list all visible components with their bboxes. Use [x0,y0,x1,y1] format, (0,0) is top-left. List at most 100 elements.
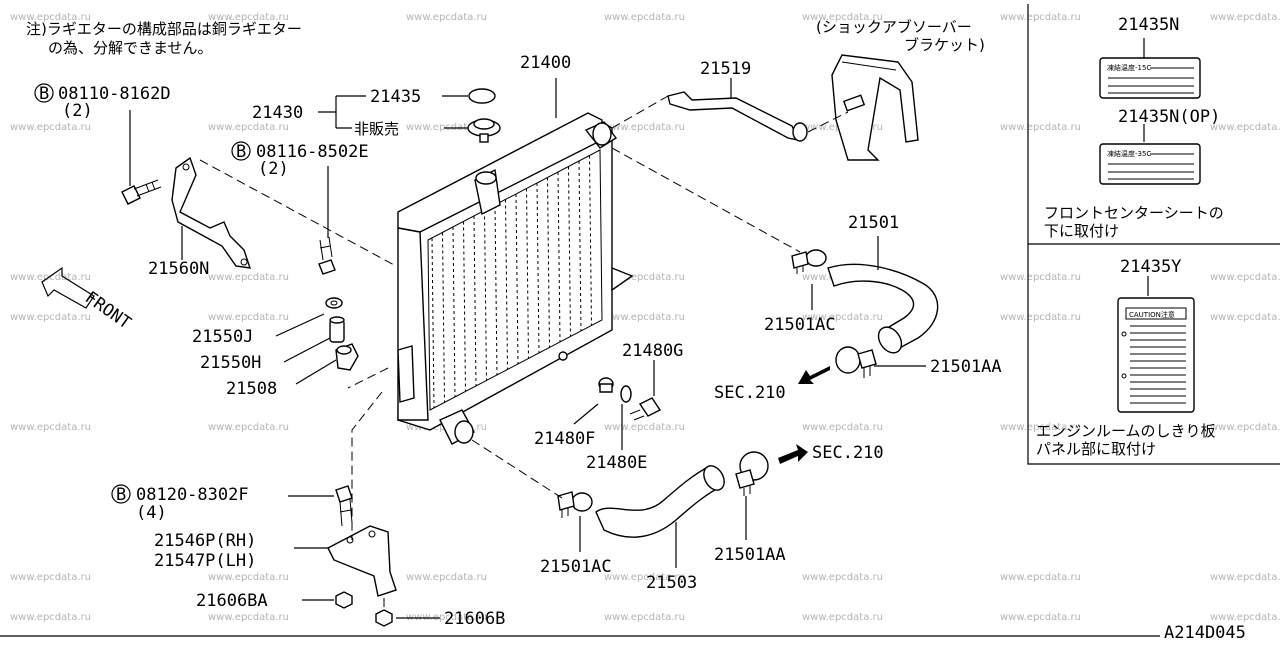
side-note1-line2: 下に取付け [1044,222,1119,240]
fin-line [484,210,487,381]
bolt-mark-2-letter: B [236,142,246,162]
watermark: www.epcdata.ru [1000,12,1081,23]
caution-header-box [1125,307,1187,320]
note-line-1: 注)ラギエターの構成部品は銅ラギエター [26,20,302,38]
watermark: www.epcdata.ru [1210,122,1280,133]
watermark: www.epcdata.ru [10,422,91,433]
label-21606B: 21606B [444,609,505,629]
label-plate-15c-text: 凍結温度-15C [1107,63,1151,72]
radiator-cap [467,118,501,143]
watermark: www.epcdata.ru [1000,572,1081,583]
seal-21435 [468,88,496,104]
label-sec210-bottom: SEC.210 [812,443,884,463]
watermark: www.epcdata.ru [802,572,883,583]
label-21501AA-top: 21501AA [930,357,1002,377]
dash-radiator-lowerhose [471,439,563,499]
lower-hose-21503 [595,465,725,538]
watermark: www.epcdata.ru [406,12,487,23]
label-plate-15c-lines [1108,67,1194,94]
label-21435: 21435 [370,87,421,107]
label-plate-35c-lines [1108,153,1194,180]
label-21435N-op: 21435N(OP) [1118,107,1220,127]
watermark: www.epcdata.ru [1210,422,1280,433]
fin-line [452,226,456,398]
washer-21550J [325,297,343,309]
dash-radiator-rod [611,95,669,129]
dash-bracket-radiator [199,159,397,267]
watermark: www.epcdata.ru [802,612,883,623]
fin-line [431,237,435,409]
shock-absorber-bracket [831,54,919,161]
bolt-mark-2 [231,141,251,161]
watermark: www.epcdata.ru [604,12,685,23]
clamp-21501AC-top [791,249,827,274]
mount-21508 [335,343,359,371]
watermark: www.epcdata.ru [802,422,883,433]
label-bolt1-code: 08110-8162D [58,84,171,104]
leader-21480F [573,403,599,425]
label-21480F: 21480F [534,429,595,449]
label-21501: 21501 [848,213,899,233]
washer-hole [330,300,338,306]
watermark: www.epcdata.ru [1210,12,1280,23]
watermark: www.epcdata.ru [208,612,289,623]
leader-21550H [283,337,331,363]
fin-line [526,188,529,359]
upper-hose-21501 [827,263,939,354]
watermark: www.epcdata.ru [604,612,685,623]
label-21435N: 21435N [1118,15,1179,35]
front-label: FRONT [81,288,134,334]
watermark: www.epcdata.ru [604,272,685,283]
clamp-21501AA-top [835,346,877,378]
bracket-21560N [171,156,252,269]
bolt-mark-1-letter: B [39,84,49,104]
side-panel: 21435N 凍結温度-15C 21435N(OP) 凍結温度-35C フロント… [1027,4,1280,465]
watermark: www.epcdata.ru [1210,612,1280,623]
note-line-2: の為、分解できません。 [48,39,213,57]
watermark: www.epcdata.ru [802,312,883,323]
watermark: www.epcdata.ru [1210,572,1280,583]
caution-hole-top [1121,331,1127,337]
watermark: www.epcdata.ru [802,12,883,23]
label-21480G: 21480G [622,341,683,361]
dash-radiator-upperhose [611,147,801,253]
label-21550H: 21550H [200,353,261,373]
fin-line [568,166,571,337]
watermark: www.epcdata.ru [10,612,91,623]
label-plate-35c-text: 凍結温度-35C [1107,149,1151,158]
bushing-21550H [329,316,345,343]
watermark: www.epcdata.ru [604,122,685,133]
rod-21519 [667,91,808,142]
caution-plate-lines [1130,325,1186,404]
side-note2-line2: パネル部に取付け [1036,440,1156,458]
front-direction-arrow [41,266,95,309]
arrow-sec210-bottom [778,444,808,464]
radiator-core [397,112,634,445]
label-21546P: 21546P(RH) [154,531,256,551]
caution-hole-bottom [1121,373,1127,379]
watermark: www.epcdata.ru [10,272,91,283]
label-21550J: 21550J [192,327,253,347]
label-bolt3-code: 08120-8302F [136,485,249,505]
label-21430: 21430 [252,103,303,123]
mount-bracket-21546P [327,525,397,597]
label-21606BA: 21606BA [196,591,268,611]
bolt-08110-8162D [121,179,162,205]
label-21435Y: 21435Y [1120,257,1181,277]
leader-21508 [295,359,337,385]
diagram-code: A214D045 [1164,623,1246,640]
watermark: www.epcdata.ru [406,612,487,623]
dash-rod-bracket [807,111,849,133]
nut-21606BA [335,591,353,609]
watermark: www.epcdata.ru [406,572,487,583]
fin-line [547,177,550,348]
watermark: www.epcdata.ru [208,312,289,323]
label-21501AC-bottom: 21501AC [540,557,612,577]
label-not-for-sale: 非販売 [354,120,399,138]
fin-line [536,182,540,354]
washer-21480E [620,385,632,403]
label-21501AA-bottom: 21501AA [714,545,786,565]
watermark: www.epcdata.ru [10,12,91,23]
